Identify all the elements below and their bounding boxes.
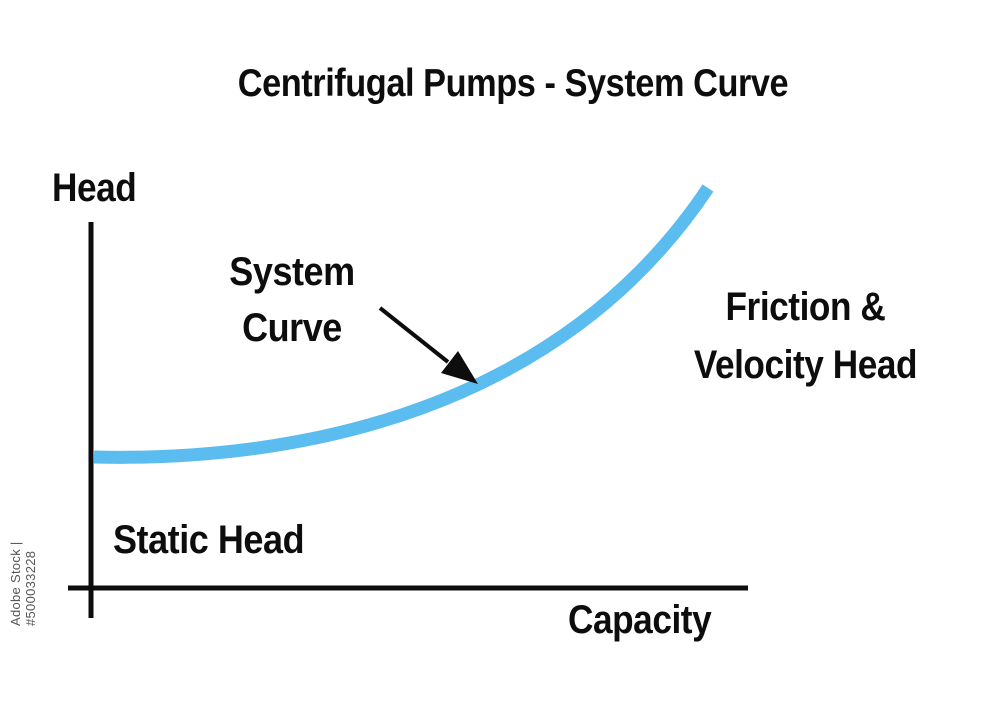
x-axis-label: Capacity xyxy=(568,598,712,642)
pointer-arrow-line xyxy=(378,306,450,364)
friction-label-line: Friction & xyxy=(725,285,886,329)
system-curve-label-line: System xyxy=(229,250,355,294)
diagram-title: Centrifugal Pumps - System Curve xyxy=(237,62,789,105)
static-head-label: Static Head xyxy=(113,518,305,562)
system-curve-label: System Curve xyxy=(225,244,358,356)
friction-label-line: Velocity Head xyxy=(693,343,918,387)
friction-velocity-head-label: Friction & Velocity Head xyxy=(684,278,926,394)
system-curve-label-line: Curve xyxy=(242,306,342,350)
system-curve xyxy=(93,184,714,464)
y-axis-label: Head xyxy=(52,166,137,210)
stock-watermark: Adobe Stock | #500033228 xyxy=(8,541,38,626)
pointer-arrowhead xyxy=(441,351,478,384)
